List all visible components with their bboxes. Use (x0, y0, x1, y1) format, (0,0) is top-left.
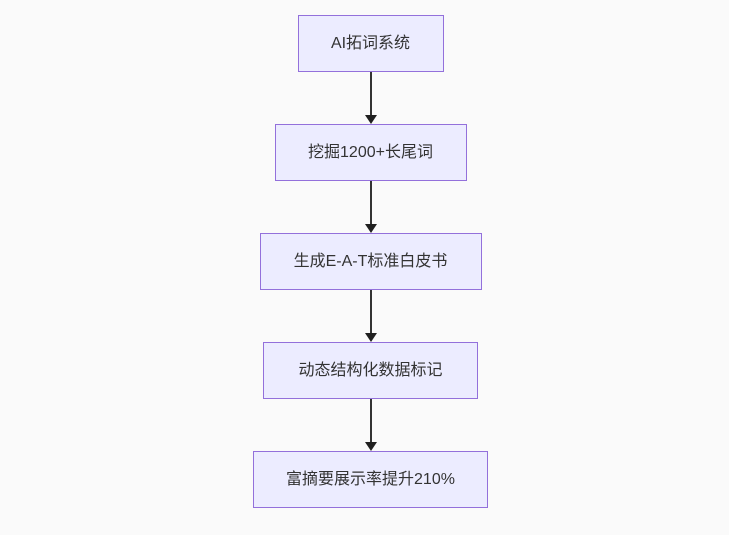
arrow-down-icon (364, 72, 377, 124)
flowchart-node-eat-whitepaper: 生成E-A-T标准白皮书 (259, 233, 482, 290)
flowchart-node-structured-data-markup: 动态结构化数据标记 (263, 342, 478, 399)
flowchart: AI拓词系统 挖掘1200+长尾词 生成E-A-T标准白皮书 动态结构化数据标记… (6, 15, 729, 508)
arrow-line (369, 290, 372, 333)
flowchart-node-longtail-keywords: 挖掘1200+长尾词 (274, 124, 467, 181)
arrow-line (369, 399, 372, 442)
arrow-down-icon (364, 290, 377, 342)
arrow-line (369, 181, 372, 224)
arrow-line (369, 72, 372, 115)
arrowhead-icon (364, 224, 377, 233)
arrowhead-icon (364, 333, 377, 342)
arrow-down-icon (364, 181, 377, 233)
flowchart-node-rich-snippet-rate: 富摘要展示率提升210% (253, 451, 488, 508)
arrowhead-icon (364, 442, 377, 451)
arrow-down-icon (364, 399, 377, 451)
flowchart-node-ai-keyword-system: AI拓词系统 (297, 15, 444, 72)
arrowhead-icon (364, 115, 377, 124)
